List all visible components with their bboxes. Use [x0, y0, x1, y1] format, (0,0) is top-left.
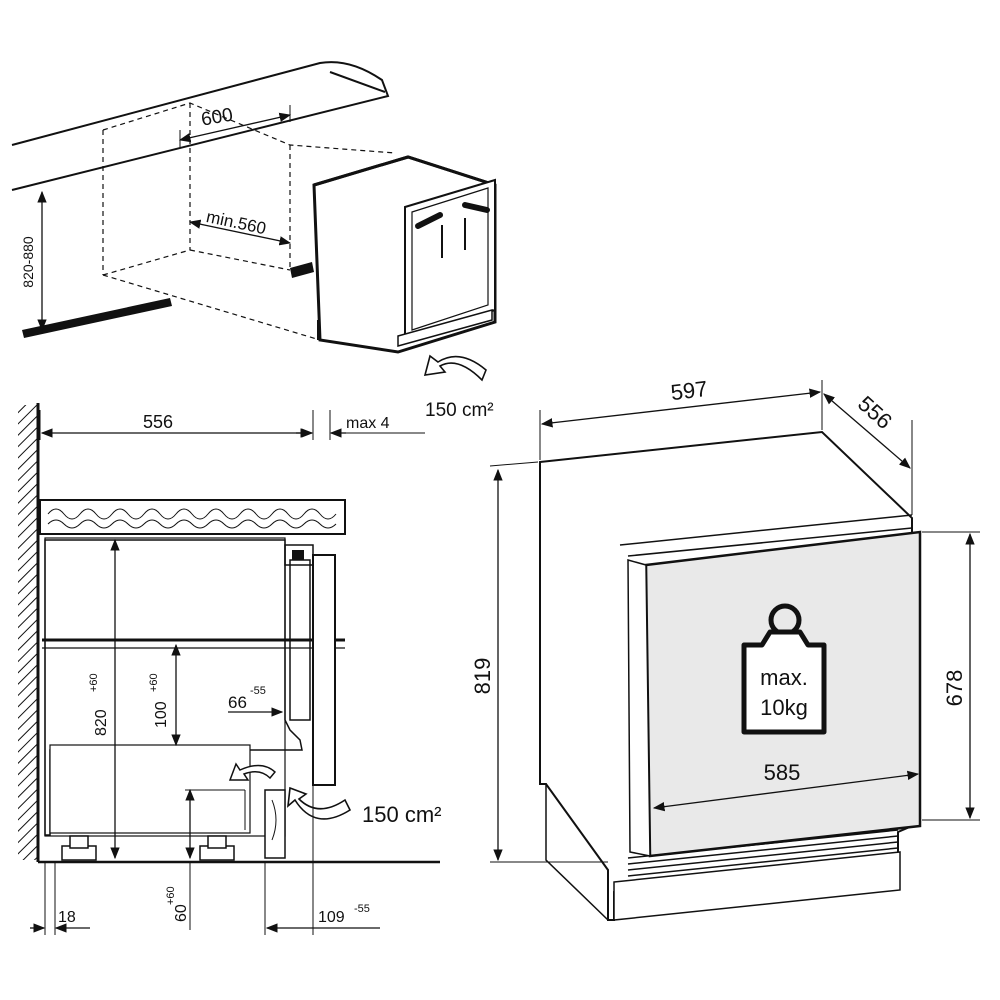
- appliance-depth-label: 556: [853, 391, 897, 434]
- plinth-grille: [613, 851, 901, 921]
- appliance-3d-view: max. 10kg 597 556 819 678 585: [470, 376, 980, 921]
- dim-100-label: 100: [153, 701, 170, 728]
- top-airflow-label: 150 cm²: [425, 400, 494, 421]
- dim-100-tolerance: +60: [148, 673, 160, 692]
- dim-109-label: 109: [318, 909, 345, 926]
- airflow-in-arrow-icon: [286, 786, 352, 820]
- max-gap-label: max 4: [346, 415, 390, 432]
- load-line1: max.: [760, 665, 808, 690]
- dim-66-tolerance: -55: [250, 685, 266, 697]
- plinth-panel: [264, 789, 286, 859]
- furniture-door-section: [312, 554, 336, 786]
- appliance-width-label: 597: [669, 376, 708, 405]
- dim-109-tolerance: -55: [354, 903, 370, 915]
- side-airflow-label: 150 cm²: [362, 802, 441, 827]
- feet: [61, 835, 235, 861]
- door-height-label: 678: [942, 670, 967, 707]
- worktop-outline: [11, 61, 390, 191]
- dim-60-tolerance: +60: [165, 886, 177, 905]
- load-line2: 10kg: [760, 695, 808, 720]
- niche-width-label: 600: [200, 104, 235, 130]
- door-width-label: 585: [764, 760, 801, 785]
- airflow-arrow-icon: [423, 354, 487, 382]
- dim-66-label: 66: [228, 693, 247, 712]
- niche-perspective-view: 820-880 600 min.560 150 cm²: [11, 61, 497, 421]
- dim-18-label: 18: [58, 909, 76, 926]
- side-depth-label: 556: [143, 412, 173, 432]
- appliance-height-label: 819: [470, 658, 495, 695]
- worktop-section: [39, 499, 346, 535]
- niche-depth-label: min.560: [205, 207, 268, 238]
- side-section-view: 556 max 4 820 +60 100: [18, 403, 441, 935]
- appliance-perspective: [312, 155, 497, 354]
- side-height-label: 820: [93, 709, 110, 736]
- wall-hatch: [18, 405, 38, 860]
- appliance-section-body: [44, 537, 286, 837]
- niche-height-label: 820-880: [20, 236, 36, 288]
- airflow-out-arrow-icon: [228, 762, 277, 781]
- side-height-tolerance: +60: [88, 673, 100, 692]
- dim-60-label: 60: [173, 904, 190, 922]
- weight-icon: [741, 603, 827, 735]
- floor-plinth: [22, 298, 172, 338]
